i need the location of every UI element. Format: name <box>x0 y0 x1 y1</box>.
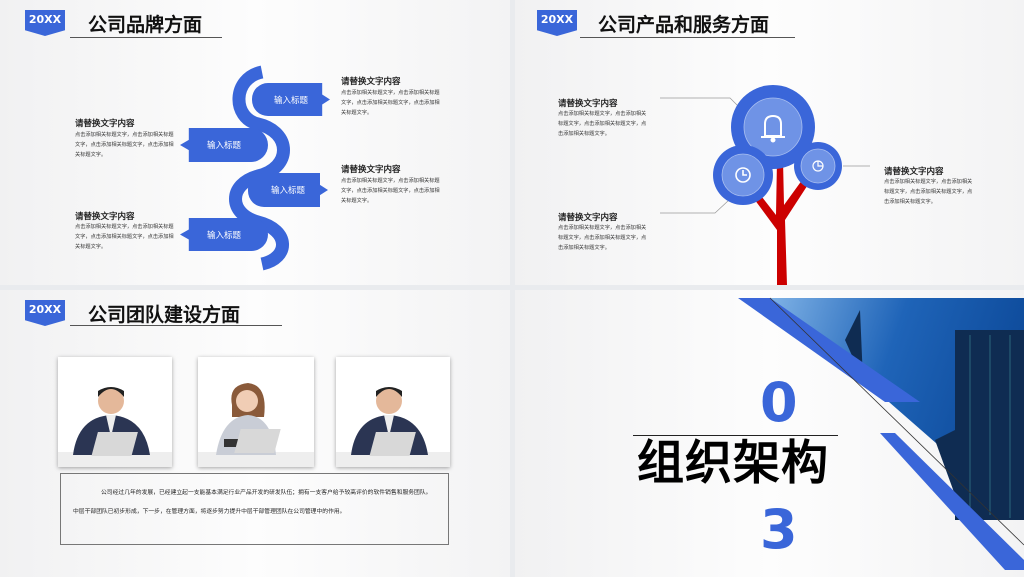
title-underline <box>70 325 282 326</box>
item-heading: 请替换文字内容 <box>75 212 135 222</box>
slide-team[interactable]: 20XX 公司团队建设方面 公司经过几年的发展，已经建立起一支能基本满足行业产品… <box>0 290 510 577</box>
item-heading: 请替换文字内容 <box>75 119 135 129</box>
year-badge: 20XX <box>25 10 65 36</box>
item-heading: 请替换文字内容 <box>558 213 618 223</box>
year-badge: 20XX <box>25 300 65 326</box>
clock-icon <box>735 167 751 183</box>
item-body: 点击添加相关标题文字，点击添加相关标题文字，点击添加相关标题文字，点击添加相关标… <box>558 225 647 251</box>
slide-title: 公司团队建设方面 <box>88 304 241 326</box>
title-underline <box>580 37 795 38</box>
tree-trunk <box>749 160 811 285</box>
team-photo-man <box>58 357 172 467</box>
item-heading: 请替换文字内容 <box>341 165 401 175</box>
item-heading: 请替换文字内容 <box>884 167 944 177</box>
item-body: 点击添加相关标题文字，点击添加相关标题文字，点击添加相关标题文字，点击添加相关标… <box>341 90 440 116</box>
team-photo-woman <box>198 357 314 467</box>
team-description-box: 公司经过几年的发展，已经建立起一支能基本满足行业产品开发的研发队伍；拥有一支客户… <box>60 473 449 545</box>
blue-stripe <box>880 433 1024 570</box>
item-body: 点击添加相关标题文字，点击添加相关标题文字，点击添加相关标题文字，点击添加相关标… <box>75 132 174 158</box>
team-paragraph: 公司经过几年的发展，已经建立起一支能基本满足行业产品开发的研发队伍；拥有一支客户… <box>73 490 432 515</box>
slide-title: 公司品牌方面 <box>88 14 203 36</box>
tab-title-3[interactable]: 输入标题 <box>248 173 328 207</box>
item-body: 点击添加相关标题文字，点击添加相关标题文字，点击添加相关标题文字，点击添加相关标… <box>884 179 973 205</box>
blue-stripe <box>738 298 920 402</box>
item-body: 点击添加相关标题文字，点击添加相关标题文字，点击添加相关标题文字，点击添加相关标… <box>558 111 647 137</box>
slide-section-03[interactable]: 0 组织架构 3 <box>515 290 1024 577</box>
section-number-bottom: 3 <box>760 498 798 561</box>
slide-product[interactable]: 20XX 公司产品和服务方面 请替换文字内容 点击添加相关标题文字，点击添加相关… <box>515 0 1024 285</box>
slide-title: 公司产品和服务方面 <box>598 14 770 36</box>
item-heading: 请替换文字内容 <box>341 77 401 87</box>
title-underline <box>70 37 222 38</box>
title-underline <box>633 435 838 436</box>
bell-icon <box>761 114 785 143</box>
leader-line <box>660 97 746 114</box>
year-badge: 20XX <box>537 10 577 36</box>
tree-graphic <box>660 85 870 285</box>
section-number-top: 0 <box>760 371 798 434</box>
leader-line <box>660 199 730 214</box>
tab-title-2[interactable]: 输入标题 <box>180 128 268 162</box>
slide-brand[interactable]: 20XX 公司品牌方面 输入标题 输入标题 输入标题 输入标题 请替换文字内容 … <box>0 0 510 285</box>
item-body: 点击添加相关标题文字，点击添加相关标题文字，点击添加相关标题文字，点击添加相关标… <box>75 224 174 250</box>
item-heading: 请替换文字内容 <box>558 99 618 109</box>
tab-title-4[interactable]: 输入标题 <box>180 218 268 251</box>
tab-title-1[interactable]: 输入标题 <box>252 83 330 116</box>
item-body: 点击添加相关标题文字，点击添加相关标题文字，点击添加相关标题文字，点击添加相关标… <box>341 178 440 204</box>
pie-chart-icon <box>812 160 824 172</box>
team-photo-man <box>336 357 450 467</box>
section-title: 组织架构 <box>637 436 829 491</box>
city-skyline-photo <box>738 297 1024 570</box>
